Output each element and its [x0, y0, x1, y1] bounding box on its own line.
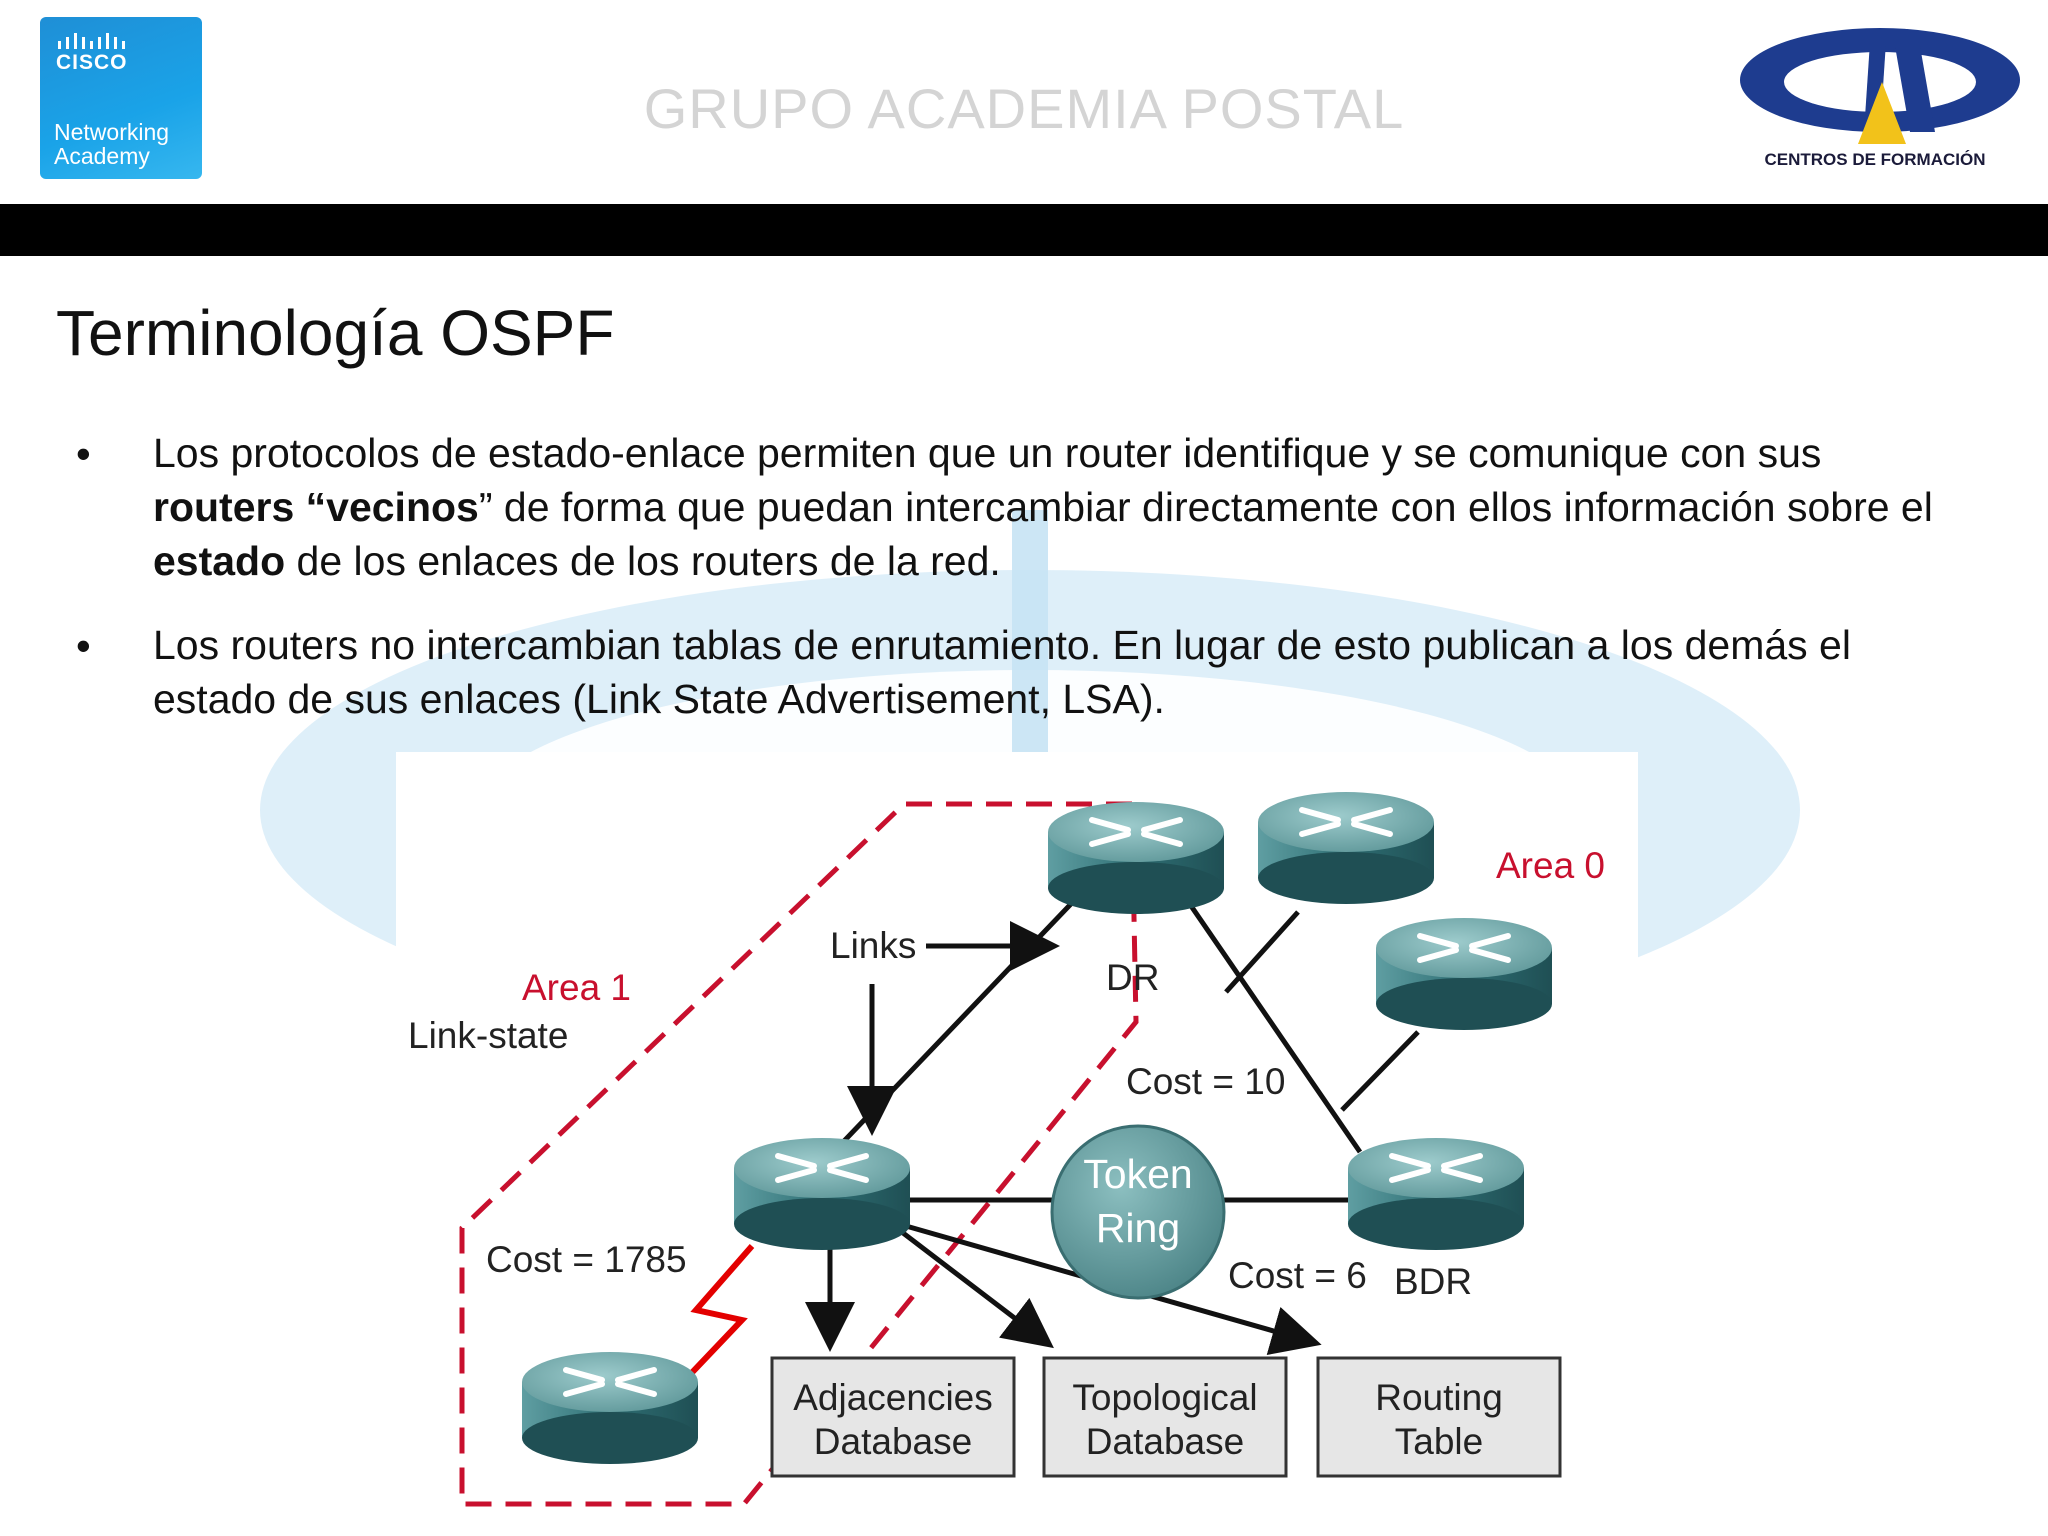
bullet-marker: •	[76, 622, 91, 669]
router-left-icon	[734, 1138, 910, 1250]
token-ring-icon	[1050, 1124, 1226, 1300]
cisco-wordmark: CISCO	[56, 51, 128, 74]
cisco-bars-icon	[58, 33, 125, 49]
header-divider-bar	[0, 204, 2048, 256]
token-ring-label: Ring	[1096, 1205, 1180, 1251]
cost-6-label: Cost = 6	[1228, 1255, 1367, 1296]
bdr-label: BDR	[1394, 1261, 1472, 1302]
token-ring-label: Token	[1083, 1151, 1192, 1197]
link-state-label: Link-state	[408, 1015, 568, 1056]
adjacencies-database-box	[770, 1356, 1016, 1478]
link-dr-router-top	[1224, 910, 1300, 994]
area1-label: Area 1	[522, 967, 631, 1008]
bullet-segment: de los enlaces de los routers de la red.	[285, 538, 1001, 584]
area0-label: Area 0	[1496, 845, 1605, 886]
router-top-icon	[1258, 792, 1434, 904]
adjacencies-database-label: Database	[814, 1421, 972, 1462]
topological-database-box	[1042, 1356, 1288, 1478]
cisco-networking-text: Networking	[54, 119, 170, 145]
topological-database-label: Topological	[1072, 1377, 1257, 1418]
arrow-to-topological	[884, 1218, 1054, 1349]
bullet-marker: •	[76, 430, 91, 477]
bullet-segment: ” de forma que puedan intercambiar direc…	[478, 484, 1933, 530]
link-bdr-router-right	[1340, 1030, 1420, 1112]
router-dr-icon	[1048, 802, 1224, 914]
slide-header: CISCO Networking Academy GRUPO ACADEMIA …	[0, 0, 2048, 204]
router-bottom-left-icon	[522, 1352, 698, 1464]
serial-link-lightning	[661, 1244, 755, 1405]
academia-postal-logo	[1740, 28, 2020, 144]
cisco-academy-text: Academy	[54, 143, 150, 169]
dr-label: DR	[1106, 957, 1159, 998]
routing-table-box	[1316, 1356, 1562, 1478]
router-bdr-icon	[1348, 1138, 1524, 1250]
cost-1785-label: Cost = 1785	[486, 1239, 687, 1280]
bullet-text: Los protocolos de estado-enlace permiten…	[153, 426, 1933, 588]
routing-table-label: Routing	[1375, 1377, 1503, 1418]
bullet-bold-estado: estado	[153, 538, 286, 584]
links-label: Links	[830, 925, 916, 966]
ospf-network-diagram: Token Ring Adjacencies Data	[396, 752, 1638, 1522]
router-right-icon	[1376, 918, 1552, 1030]
cisco-networking-academy-logo: CISCO Networking Academy	[40, 17, 202, 179]
area1-boundary	[459, 801, 1139, 1507]
academia-postal-caption: CENTROS DE FORMACIÓN	[1764, 150, 1986, 169]
cost-10-label: Cost = 10	[1126, 1061, 1285, 1102]
slide-title: Terminología OSPF	[56, 297, 615, 369]
bullet-bold-routers-vecinos: routers “vecinos	[153, 484, 479, 530]
organization-title: GRUPO ACADEMIA POSTAL	[643, 77, 1405, 140]
topological-database-label: Database	[1086, 1421, 1244, 1462]
routing-table-label: Table	[1395, 1421, 1483, 1462]
adjacencies-database-label: Adjacencies	[793, 1377, 993, 1418]
bullet-text: Los routers no intercambian tablas de en…	[153, 622, 1851, 722]
link-dr-bdr	[1173, 882, 1363, 1154]
bullet-segment: Los protocolos de estado-enlace permiten…	[153, 430, 1822, 476]
